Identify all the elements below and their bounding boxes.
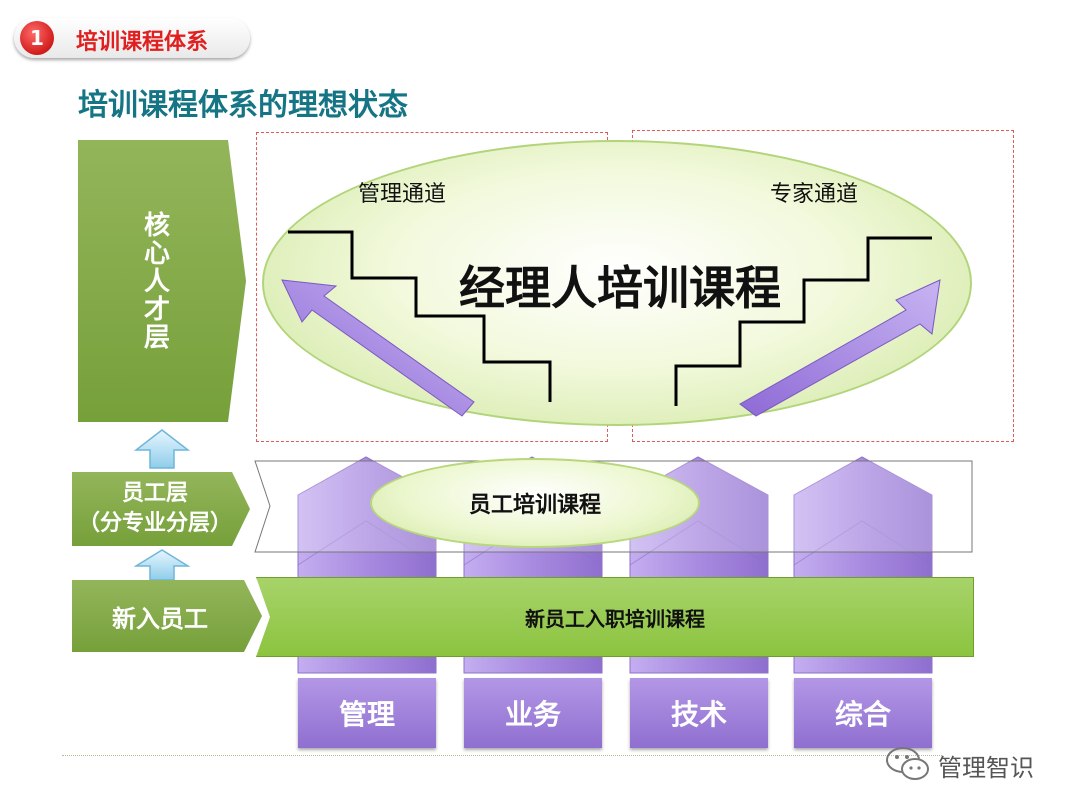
section-title: 培训课程体系: [76, 30, 209, 55]
footer-brand: 管理智识: [938, 754, 1034, 782]
level-core-talent: 核心人才层: [78, 140, 246, 422]
career-stairs: [281, 230, 941, 417]
page-title: 培训课程体系的理想状态: [78, 88, 408, 123]
expert-path-label: 专家通道: [770, 182, 859, 207]
up-arrow-icon: [134, 429, 190, 469]
manager-course-title: 经理人培训课程: [459, 261, 781, 315]
footer-divider: [62, 755, 942, 756]
rising-arrow-icon: [739, 279, 941, 417]
section-number-badge: 1: [20, 21, 54, 55]
level-employee: 员工层 （分专业分层）: [72, 472, 250, 546]
employee-course-ellipse: 员工培训课程: [370, 458, 700, 548]
manager-course-ellipse: [262, 140, 972, 426]
management-stairs: [288, 230, 552, 402]
management-path-label: 管理通道: [358, 182, 447, 207]
expert-stairs: [674, 236, 932, 406]
wechat-icon: [886, 747, 929, 780]
pillar-tag-technology: 技术: [630, 678, 768, 748]
pillar-tag-comprehensive: 综合: [794, 678, 932, 748]
pillar-tag-management: 管理: [298, 678, 436, 748]
up-arrow-icon: [134, 549, 190, 581]
level-new-hire: 新入员工: [72, 580, 262, 652]
new-hire-course-bar: 新员工入职培训课程: [256, 577, 974, 657]
level-employee-label: 员工层 （分专业分层）: [77, 481, 232, 536]
rising-arrow-icon: [281, 279, 475, 417]
pillar-tag-business: 业务: [464, 678, 602, 748]
